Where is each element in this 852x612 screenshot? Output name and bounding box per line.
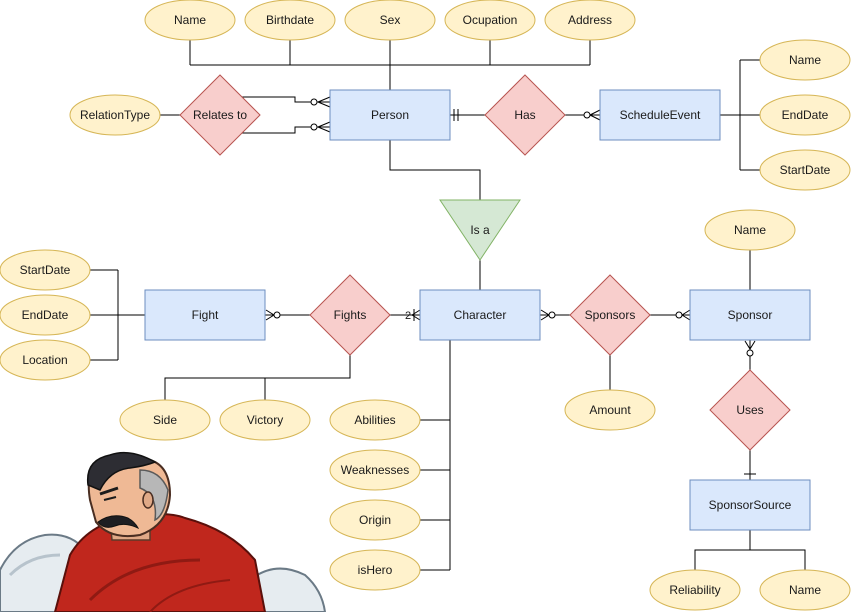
entity-sponsor-source: SponsorSource [689, 479, 811, 531]
entity-fight: Fight [144, 289, 266, 341]
attr-fights-victory: Victory [219, 399, 311, 441]
attr-event-end-date: EndDate [759, 94, 851, 136]
cartoon-character-illustration [0, 451, 327, 612]
attr-char-weaknesses: Weaknesses [329, 449, 421, 491]
entity-label: Character [454, 308, 507, 322]
attr-label: Name [789, 53, 821, 67]
attr-char-is-hero: isHero [329, 549, 421, 591]
attr-label: StartDate [780, 163, 831, 177]
entity-label: SponsorSource [709, 498, 792, 512]
relationship-label: Has [514, 108, 535, 122]
relationships: Relates to Has Fights Sponsors Uses Is a… [179, 74, 791, 451]
attr-label: isHero [358, 563, 393, 577]
attr-label: Name [789, 583, 821, 597]
relationship-label: Fights [334, 308, 367, 322]
attr-label: Name [734, 223, 766, 237]
attr-label: RelationType [80, 108, 150, 122]
attr-event-name: Name [759, 39, 851, 81]
connector-lines [90, 40, 806, 571]
entity-label: Fight [192, 308, 219, 322]
attr-label: Location [22, 353, 67, 367]
attr-person-name: Name [144, 0, 236, 41]
attr-source-reliability: Reliability [649, 569, 741, 611]
attr-fight-start-date: StartDate [0, 249, 91, 291]
relationship-relates-to: Relates to [179, 74, 261, 156]
attr-char-origin: Origin [329, 499, 421, 541]
attr-label: Reliability [669, 583, 720, 597]
isa-label: Is a [470, 223, 490, 237]
relationship-label: Relates to [193, 108, 247, 122]
attr-sponsor-name: Name [704, 209, 796, 251]
attr-label: Name [174, 13, 206, 27]
attr-person-sex: Sex [344, 0, 436, 41]
entity-label: Sponsor [728, 308, 773, 322]
entity-sponsor: Sponsor [689, 289, 811, 341]
relationship-has: Has [484, 74, 566, 156]
attr-char-abilities: Abilities [329, 399, 421, 441]
attr-label: Victory [247, 413, 283, 427]
attr-label: StartDate [20, 263, 71, 277]
attr-event-start-date: StartDate [759, 149, 851, 191]
attr-person-birthdate: Birthdate [244, 0, 336, 41]
relationship-label: Uses [736, 403, 763, 417]
attr-label: Abilities [354, 413, 395, 427]
entity-character: Character [419, 289, 541, 341]
attr-sponsors-amount: Amount [564, 389, 656, 431]
entities: Person ScheduleEvent Character Fight Spo… [144, 89, 811, 531]
attr-person-address: Address [544, 0, 636, 41]
attr-fight-location: Location [0, 339, 91, 381]
attr-label: Ocupation [463, 13, 518, 27]
entity-label: Person [371, 108, 409, 122]
entity-schedule-event: ScheduleEvent [599, 89, 721, 141]
relationship-uses: Uses [709, 369, 791, 451]
attr-label: Side [153, 413, 177, 427]
relationship-fights: Fights [309, 274, 391, 356]
attr-label: Weaknesses [341, 463, 409, 477]
attr-label: Address [568, 13, 612, 27]
relationship-sponsors: Sponsors [569, 274, 651, 356]
attr-label: Amount [589, 403, 631, 417]
attr-label: Origin [359, 513, 391, 527]
entity-label: ScheduleEvent [620, 108, 701, 122]
attr-fights-side: Side [119, 399, 211, 441]
attr-relation-type: RelationType [69, 94, 161, 136]
attr-label: EndDate [22, 308, 69, 322]
attr-label: EndDate [782, 108, 829, 122]
attr-person-ocupation: Ocupation [444, 0, 536, 41]
entity-person: Person [329, 89, 451, 141]
attr-label: Birthdate [266, 13, 314, 27]
relationship-label: Sponsors [585, 308, 636, 322]
attr-source-name: Name [759, 569, 851, 611]
relationship-is-a: Is a [439, 199, 521, 261]
attr-fight-end-date: EndDate [0, 294, 91, 336]
cardinality-label: 2 [405, 310, 411, 322]
attr-label: Sex [380, 13, 401, 27]
